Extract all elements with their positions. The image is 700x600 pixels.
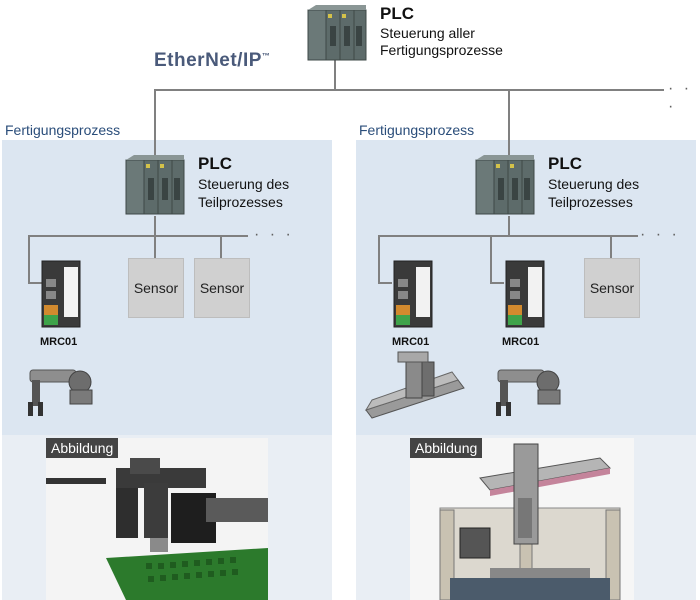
left-sensor1-drop [154, 235, 156, 259]
left-sub-bus-ellipsis: · · · [254, 226, 294, 243]
right-plc-drop [508, 216, 510, 236]
top-plc-device-icon [307, 5, 367, 61]
right-illustration-image [410, 438, 634, 600]
left-plc-desc-2: Teilprozesses [198, 194, 283, 210]
right-sensor-drop [610, 235, 612, 259]
right-gripper-icon [496, 369, 561, 416]
bus-ellipsis: · · · [668, 80, 693, 115]
right-mrc1-stub [378, 282, 392, 284]
right-plc-title: PLC [548, 154, 582, 173]
top-plc-desc-2: Fertigungsprozesse [380, 42, 503, 58]
left-plc-desc-1: Steuerung des [198, 176, 290, 192]
left-mrc-drop [28, 235, 30, 283]
left-image-caption: Abbildung [46, 438, 119, 458]
left-mrc-stub [28, 282, 42, 284]
right-mrc1-drop [378, 235, 380, 283]
right-mrc01-controller-icon-2 [505, 260, 545, 328]
left-gripper-icon [28, 369, 93, 416]
right-process-label: Fertigungsprozess [359, 122, 475, 138]
left-illustration-image [46, 438, 268, 600]
right-sub-bus [378, 235, 638, 237]
right-linear-actuator-icon [364, 351, 465, 419]
right-image-caption: Abbildung [410, 438, 483, 458]
left-sub-bus [28, 235, 248, 237]
right-mrc01-label-1: MRC01 [392, 336, 430, 348]
right-sensor-1: Sensor [584, 258, 640, 318]
left-process-label: Fertigungsprozess [5, 122, 121, 138]
left-plc-device-icon [125, 155, 185, 215]
right-plc-device-icon [475, 155, 535, 215]
right-mrc01-label-2: MRC01 [502, 336, 540, 348]
right-plc-desc-1: Steuerung des [548, 176, 640, 192]
left-sensor2-drop [220, 235, 222, 259]
right-bus-drop [508, 89, 510, 157]
right-sub-bus-ellipsis: · · · [640, 226, 680, 243]
right-mrc2-drop [490, 235, 492, 283]
right-mrc01-controller-icon-1 [393, 260, 433, 328]
ethernet-bus-line [154, 89, 664, 91]
top-plc-title: PLC [380, 4, 414, 23]
left-plc-title: PLC [198, 154, 232, 173]
left-mrc01-controller-icon [41, 260, 81, 328]
top-plc-drop-line [334, 60, 336, 90]
ethernet-ip-logo: EtherNet/IP™ [154, 50, 271, 71]
left-plc-drop [154, 216, 156, 236]
left-sensor-2: Sensor [194, 258, 250, 318]
right-plc-desc-2: Teilprozesses [548, 194, 633, 210]
right-mrc2-stub [490, 282, 504, 284]
left-mrc01-label: MRC01 [40, 336, 78, 348]
left-bus-drop [154, 89, 156, 157]
left-sensor-1: Sensor [128, 258, 184, 318]
top-plc-desc-1: Steuerung aller [380, 25, 475, 41]
